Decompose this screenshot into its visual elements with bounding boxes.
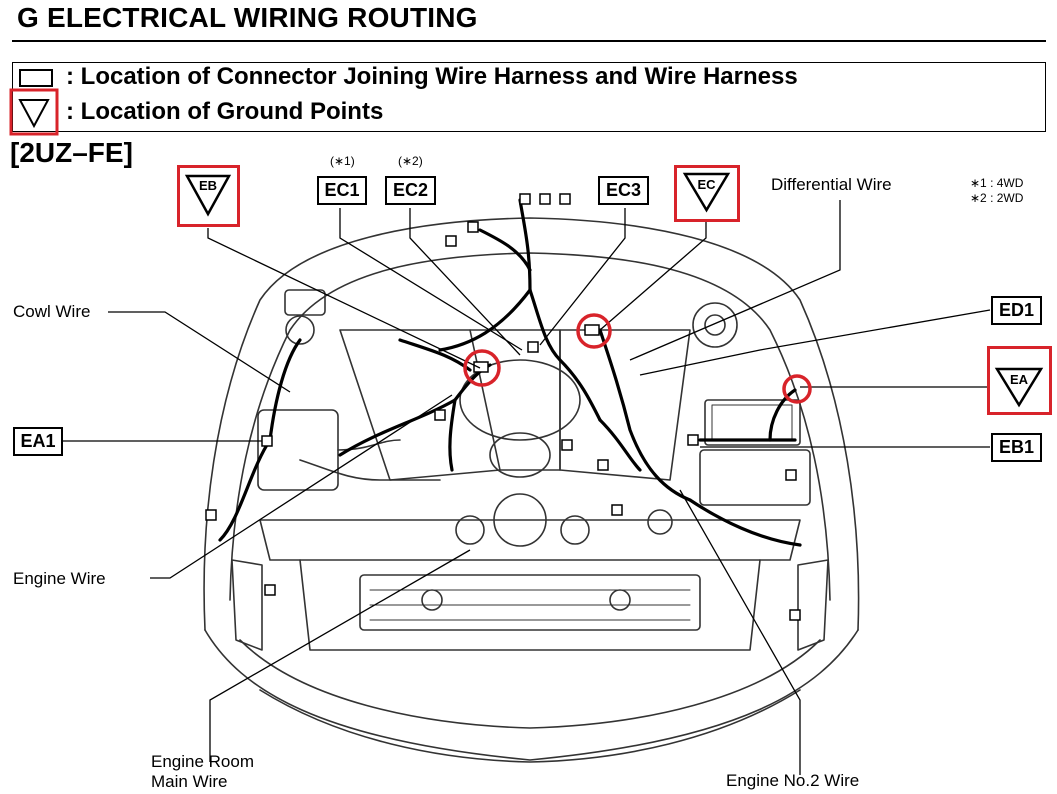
ground-ea-label: EA	[1009, 372, 1029, 387]
connector-ec1: EC1	[317, 176, 367, 205]
rectangle-connector-icon	[19, 69, 53, 87]
footnote-2wd: ∗2 : 2WD	[970, 191, 1024, 205]
connector-ec2: EC2	[385, 176, 436, 205]
cowl-wire-label: Cowl Wire	[13, 302, 91, 321]
legend-connector-text: : Location of Connector Joining Wire Har…	[66, 63, 798, 90]
legend-ground-text: : Location of Ground Points	[66, 98, 384, 125]
engine-room-main-wire-label-line2: Main Wire	[151, 772, 228, 791]
ground-triangle-icon	[184, 174, 232, 217]
ground-eb-label: EB	[198, 178, 218, 193]
connector-ea1: EA1	[13, 427, 63, 456]
ground-triangle-icon	[994, 367, 1044, 408]
ground-callout-ec: EC	[674, 165, 740, 222]
note-mark-2: (∗2)	[398, 154, 423, 168]
leader-lines	[62, 200, 991, 775]
wire-harness-linework	[218, 198, 802, 547]
connector-ec3: EC3	[598, 176, 649, 205]
ground-highlight-circles	[463, 313, 812, 404]
down-triangle-ground-icon	[9, 88, 59, 136]
footnote-4wd: ∗1 : 4WD	[970, 176, 1024, 190]
connector-marks	[205, 193, 801, 621]
ground-callout-eb: EB	[177, 165, 240, 227]
connector-eb1: EB1	[991, 433, 1042, 462]
engine-bay-linework	[203, 217, 860, 763]
ground-callout-ea: EA	[987, 346, 1052, 415]
differential-wire-label: Differential Wire	[771, 175, 892, 194]
engine-no2-wire-label: Engine No.2 Wire	[726, 771, 860, 790]
ground-triangle-icon	[682, 172, 731, 213]
page-title: G ELECTRICAL WIRING ROUTING	[17, 2, 478, 33]
engine-room-main-wire-label-line1: Engine Room	[151, 752, 255, 771]
engine-variant-label: [2UZ–FE]	[10, 137, 133, 168]
ground-ec-label: EC	[697, 177, 716, 192]
title-divider	[12, 40, 1046, 42]
connector-ed1: ED1	[991, 296, 1042, 325]
note-mark-1: (∗1)	[330, 154, 355, 168]
engine-wire-label: Engine Wire	[13, 569, 106, 588]
